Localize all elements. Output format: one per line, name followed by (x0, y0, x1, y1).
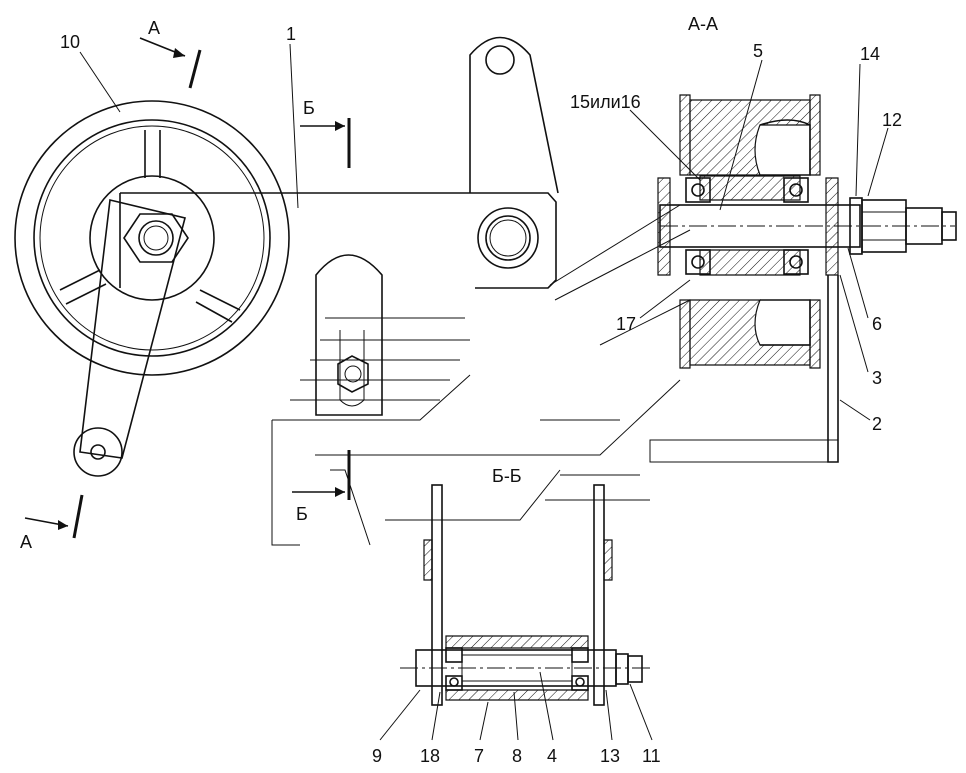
callout-3: 3 (872, 368, 882, 388)
callout-2: 2 (872, 414, 882, 434)
callout-6: 6 (872, 314, 882, 334)
callout-17: 17 (616, 314, 636, 334)
callout-14: 14 (860, 44, 880, 64)
slotted-bracket (315, 254, 383, 416)
callout-13: 13 (600, 746, 620, 766)
callout-11: 11 (642, 746, 661, 766)
leader-lines (79, 43, 889, 741)
section-marker-a-bottom: А (20, 494, 84, 552)
callout-15-16: 15или16 (570, 92, 641, 112)
lever-1 (119, 36, 559, 289)
section-aa: А-А (657, 14, 957, 463)
section-aa-title: А-А (688, 14, 718, 34)
section-bb: Б-Б (400, 466, 650, 706)
callout-18: 18 (420, 746, 440, 766)
section-marker-b-bottom: Б (292, 450, 351, 524)
callout-9: 9 (372, 746, 382, 766)
section-marker-a-top: А (139, 18, 202, 89)
section-marker-b-top: Б (300, 98, 351, 168)
callout-4: 4 (547, 746, 557, 766)
section-bb-title: Б-Б (492, 466, 522, 486)
callout-7: 7 (474, 746, 484, 766)
pulley-10 (14, 100, 290, 376)
callout-labels: 10 1 5 15или16 14 12 17 6 3 2 9 18 7 8 4… (60, 24, 902, 766)
callout-10: 10 (60, 32, 80, 52)
callout-5: 5 (753, 41, 763, 61)
callout-8: 8 (512, 746, 522, 766)
main-view (14, 36, 839, 546)
callout-12: 12 (882, 110, 902, 130)
marker-a-bottom-label: А (20, 532, 32, 552)
crank-arm (73, 199, 189, 477)
marker-b-bottom-label: Б (296, 504, 308, 524)
marker-a-top-label: А (148, 18, 160, 38)
marker-b-top-label: Б (303, 98, 315, 118)
callout-1: 1 (286, 24, 296, 44)
